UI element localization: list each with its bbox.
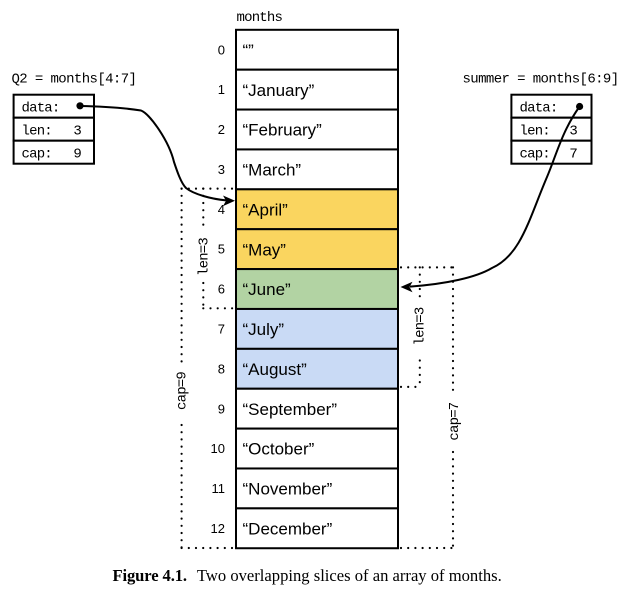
svg-text:3: 3 [218,162,225,177]
svg-text:0: 0 [218,42,225,57]
svg-text:5: 5 [218,242,225,257]
svg-text:cap=9: cap=9 [175,372,191,410]
svg-text:1: 1 [218,82,225,97]
svg-text:4: 4 [218,202,225,217]
svg-text:“June”: “June” [243,280,292,299]
svg-text:“March”: “March” [243,161,302,180]
svg-text:“May”: “May” [243,240,287,259]
svg-text:data:: data: [22,101,60,117]
svg-text:“December”: “December” [243,520,333,539]
svg-text:“”: “” [243,41,255,60]
svg-text:months: months [237,10,283,26]
svg-text:Q2 = months[4:7]: Q2 = months[4:7] [12,72,137,88]
svg-text:“November”: “November” [243,480,333,499]
svg-text:2: 2 [218,122,225,137]
svg-text:“August”: “August” [243,360,308,379]
svg-text:3: 3 [73,124,81,140]
svg-text:12: 12 [211,521,225,536]
svg-text:10: 10 [211,441,225,456]
svg-text:8: 8 [218,361,225,376]
svg-text:“September”: “September” [243,400,338,419]
svg-text:summer = months[6:9]: summer = months[6:9] [463,72,619,88]
svg-text:7: 7 [218,322,225,337]
svg-text:7: 7 [569,147,577,163]
svg-text:cap=7: cap=7 [447,402,463,440]
svg-text:“January”: “January” [243,81,315,100]
svg-text:“October”: “October” [243,440,315,459]
svg-text:“February”: “February” [243,121,323,140]
svg-text:11: 11 [212,481,226,496]
svg-text:“April”: “April” [243,200,289,219]
svg-text:len=3: len=3 [197,238,213,276]
svg-text:“July”: “July” [243,320,285,339]
svg-text:9: 9 [218,401,225,416]
svg-text:6: 6 [218,282,225,297]
svg-text:9: 9 [73,147,81,163]
svg-text:3: 3 [569,124,577,140]
svg-text:data:: data: [520,101,558,117]
svg-text:len:: len: [520,124,550,140]
svg-text:len=3: len=3 [413,307,429,345]
svg-text:len:: len: [22,124,52,140]
svg-text:Figure 4.1.Two overlapping sli: Figure 4.1.Two overlapping slices of an … [113,566,502,585]
svg-text:cap:: cap: [520,147,550,163]
svg-text:cap:: cap: [22,147,52,163]
